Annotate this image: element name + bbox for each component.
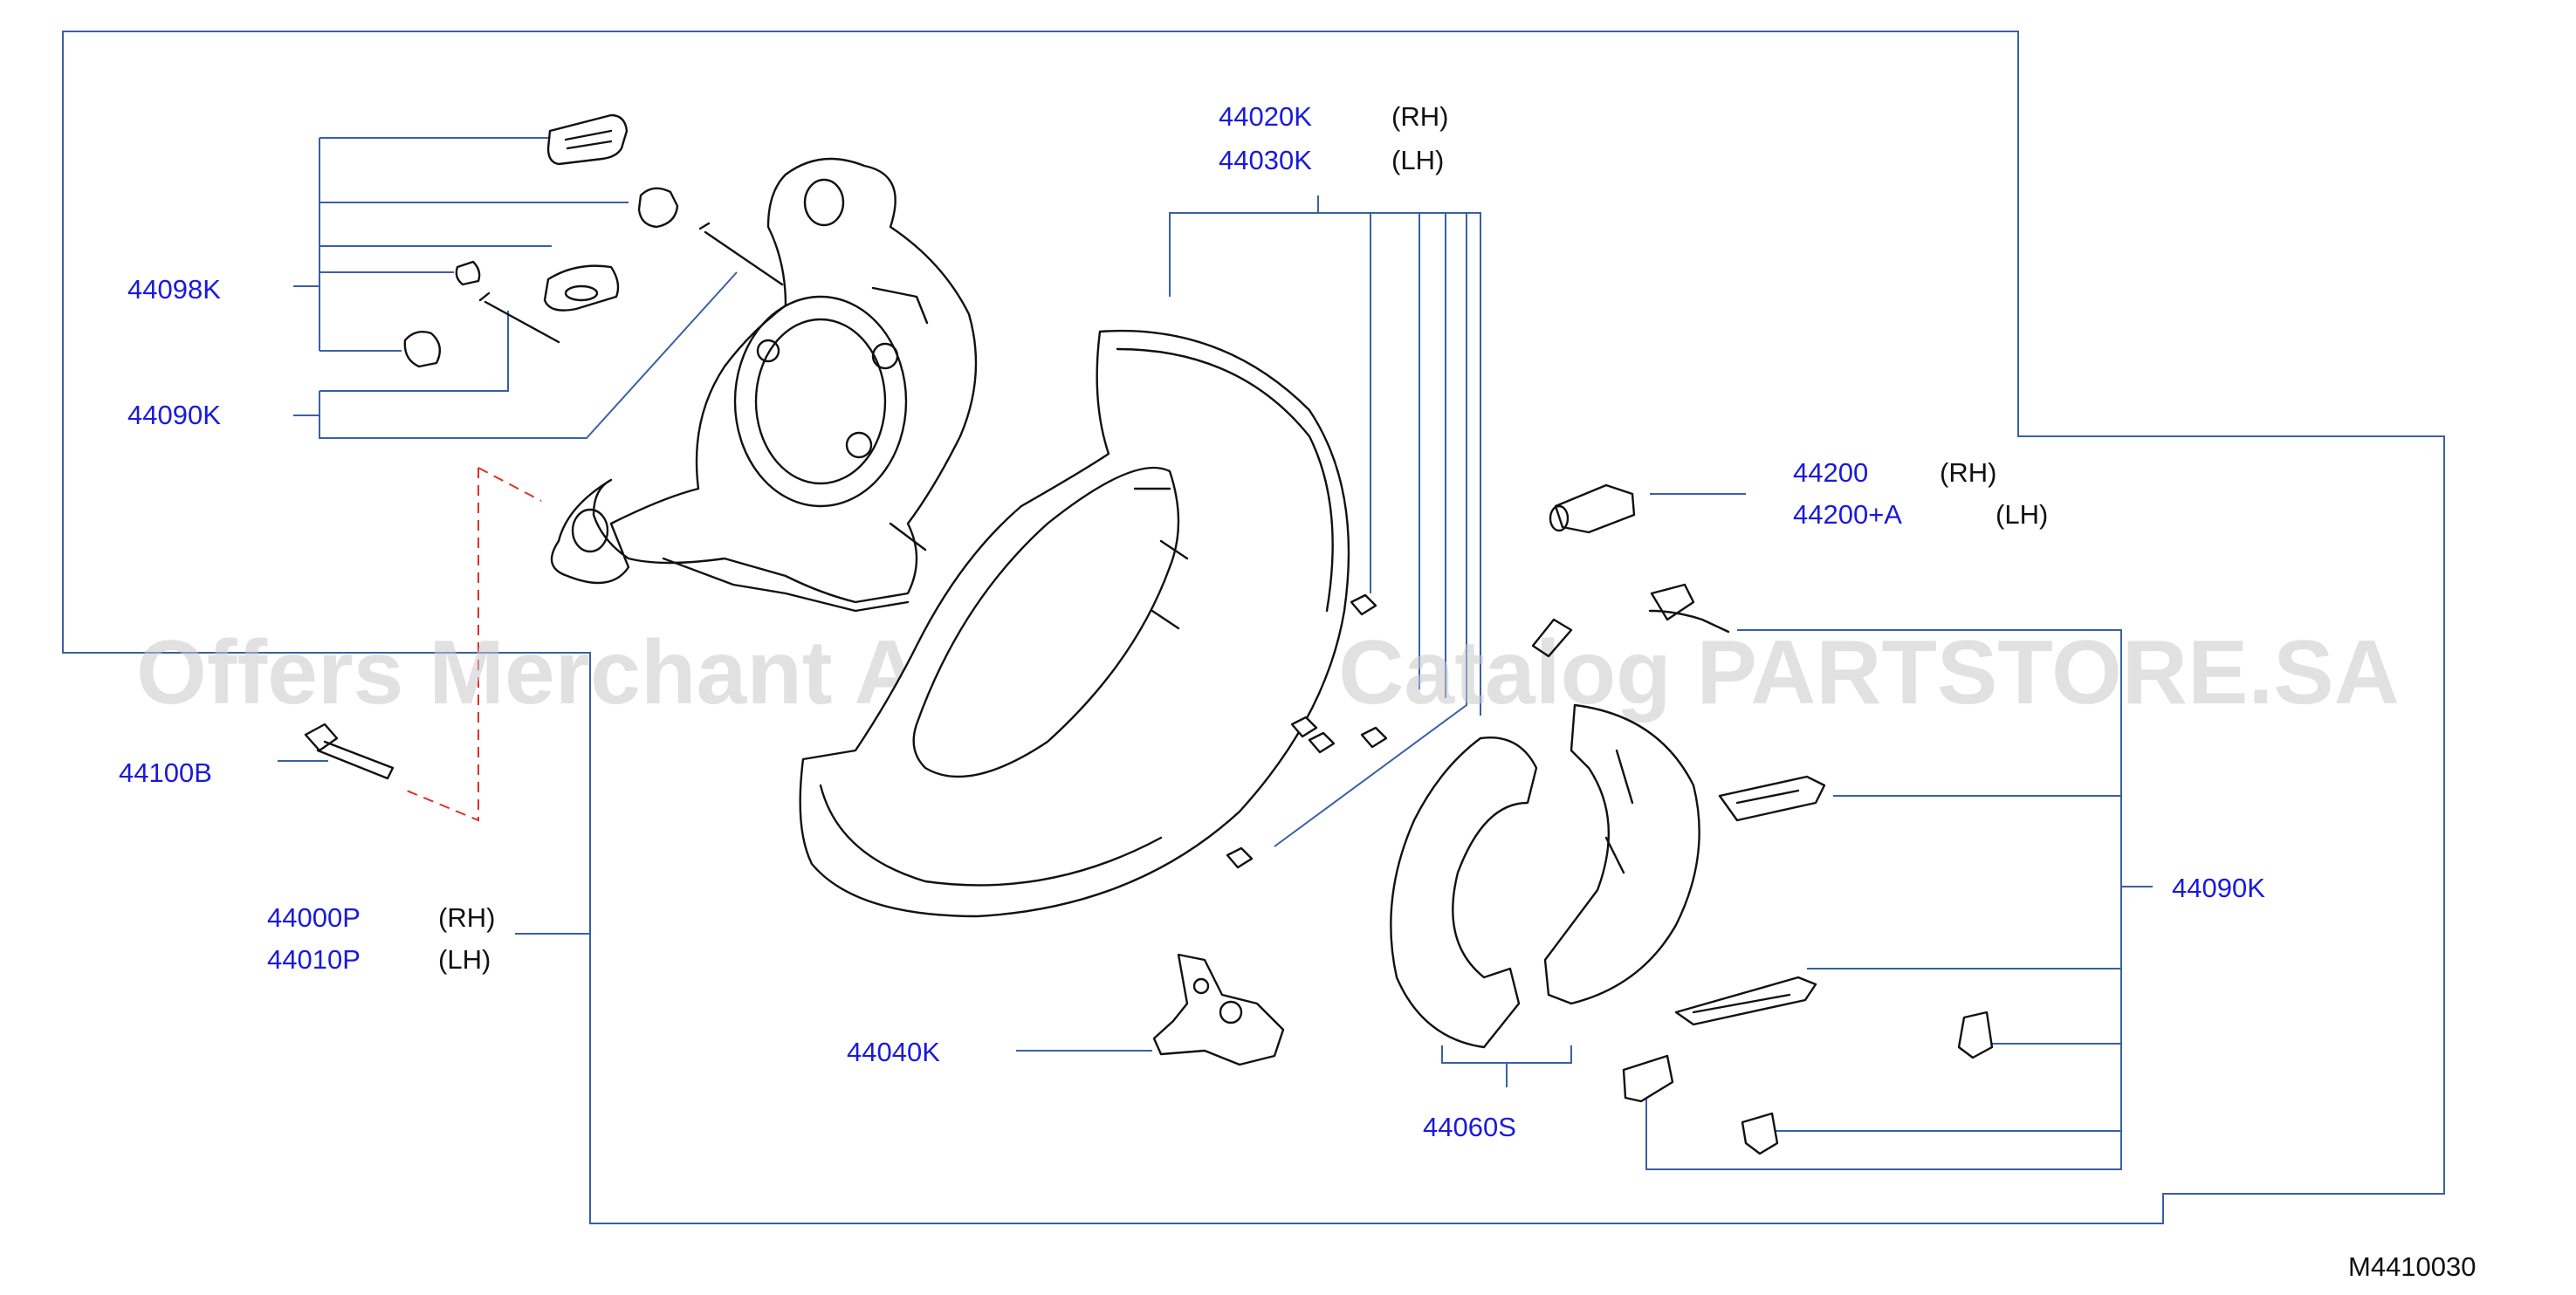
part-number-44010P: 44010P (267, 944, 361, 975)
part-number-44200: 44200 (1793, 457, 1868, 488)
part-number-44100B: 44100B (119, 757, 212, 788)
right-group-frame (1645, 629, 2122, 1170)
hardware-kit-illustration (1531, 583, 1994, 1155)
backing-plate-illustration (799, 329, 1350, 918)
plate-bolts-illustration (1226, 593, 1388, 869)
side-rh-44000P: (RH) (438, 902, 495, 933)
side-lh-44200A: (LH) (1996, 499, 2048, 530)
wheel-cylinder-illustration (1549, 483, 1636, 534)
knuckle-bolt-dashed-leader (406, 467, 542, 822)
adjuster-clips-illustration (403, 113, 784, 368)
brake-shoe-illustration (1390, 703, 1700, 1049)
part-number-44200A: 44200+A (1793, 499, 1902, 530)
side-rh-44200: (RH) (1940, 457, 1996, 488)
side-rh-44020K: (RH) (1391, 101, 1448, 132)
part-number-44020K: 44020K (1219, 101, 1312, 132)
upper-left-frame (62, 31, 2445, 1224)
part-number-44098K: 44098K (127, 274, 221, 305)
diagram-code: M4410030 (2348, 1251, 2476, 1282)
bolt-44100B-illustration (304, 723, 395, 780)
part-number-44090K-top: 44090K (127, 400, 221, 430)
leader-lines (278, 137, 2153, 1132)
side-lh-44030K: (LH) (1391, 145, 1444, 175)
parking-lever-illustration (1152, 953, 1285, 1066)
part-number-44090K-right: 44090K (2172, 873, 2265, 903)
part-number-44040K: 44040K (847, 1037, 940, 1067)
part-number-44000P: 44000P (267, 902, 361, 933)
part-number-44060S: 44060S (1423, 1112, 1516, 1142)
side-lh-44010P: (LH) (438, 944, 491, 975)
knuckle-illustration (550, 157, 978, 613)
part-number-44030K: 44030K (1219, 145, 1312, 175)
